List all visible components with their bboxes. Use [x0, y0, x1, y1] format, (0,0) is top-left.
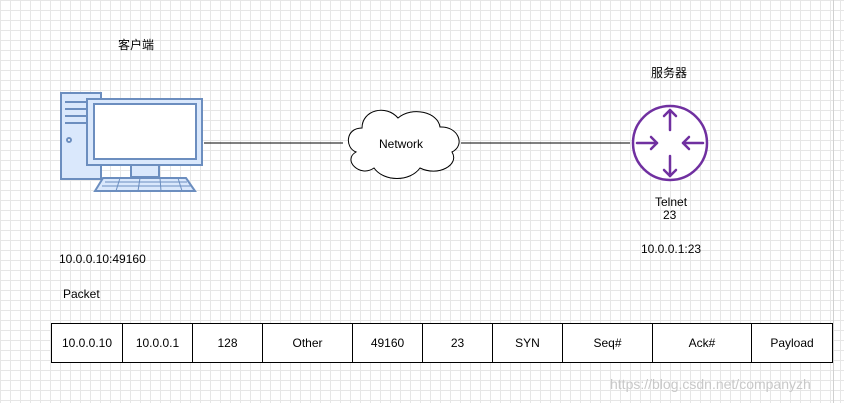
server-service: Telnet — [655, 195, 688, 209]
page-edge-line — [833, 0, 834, 403]
cloud-icon — [348, 109, 460, 179]
packet-field-source-ip: 10.0.0.10 — [52, 324, 123, 362]
packet-field-payload: Payload — [770, 336, 814, 350]
server-title: 服务器 — [651, 66, 688, 80]
packet-field-destination-port: 23 — [423, 324, 493, 362]
desktop-computer-icon — [60, 92, 203, 192]
packet-field-seq: Seq# — [563, 324, 653, 362]
client-title: 客户端 — [118, 38, 155, 52]
network-label: Network — [379, 137, 424, 151]
watermark-url: https://blog.csdn.net/companyzh — [610, 376, 811, 392]
packet-field-flag: SYN — [493, 324, 563, 362]
server-port: 23 — [663, 208, 677, 222]
router-icon — [631, 104, 709, 182]
packet-field-other: Other — [263, 324, 353, 362]
packet-field-source-port: 49160 — [353, 324, 423, 362]
packet-label: Packet — [63, 287, 100, 301]
packet-field-destination-ip: 10.0.0.1 — [123, 324, 193, 362]
server-address: 10.0.0.1:23 — [641, 242, 702, 256]
packet-fields-table: 10.0.0.10 10.0.0.1 128 Other 49160 23 SY… — [51, 323, 833, 363]
client-address: 10.0.0.10:49160 — [59, 252, 146, 266]
packet-field-ack: Ack# — [653, 324, 752, 362]
packet-field-ttl: 128 — [193, 324, 263, 362]
